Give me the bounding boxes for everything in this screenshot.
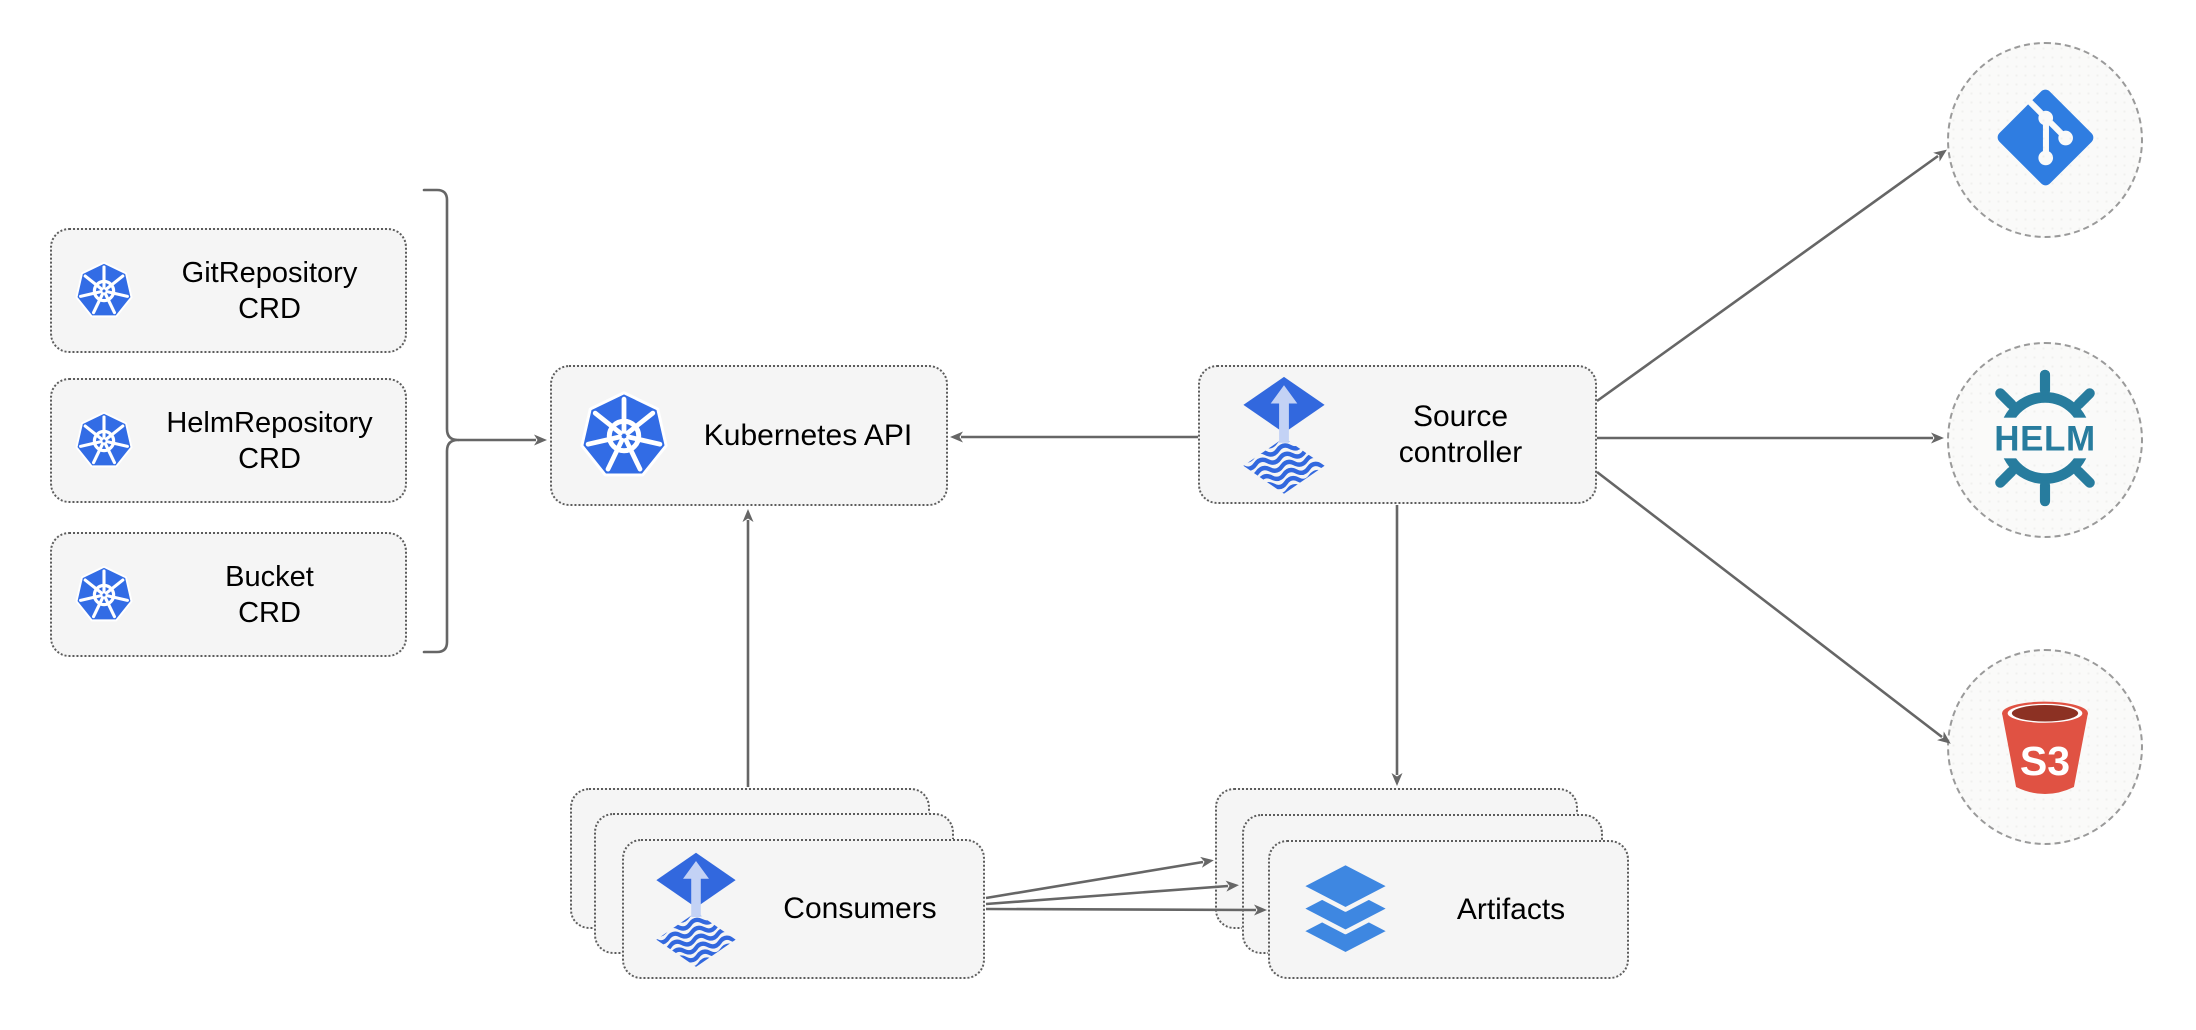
layers-icon [1296,859,1395,960]
arrow-consumers-to-artifacts-1 [985,856,1214,900]
git-icon [1995,87,2096,193]
helm-text: HELM [1994,419,2095,458]
arrow-source-controller-to-git [1596,149,1947,403]
node-label: Artifacts [1456,892,1566,926]
s3-text: S3 [2020,737,2070,783]
node-kubernetes-api: Kubernetes API [550,365,948,506]
flux-icon [655,852,737,967]
git-circle [1947,42,2143,238]
kubernetes-icon [74,261,134,321]
crd-group-bracket [422,188,460,654]
kubernetes-icon [74,411,134,471]
node-label: Consumers [783,892,937,925]
helm-icon: HELM [1972,368,2118,513]
kubernetes-icon [578,390,670,482]
s3-bucket-icon: S3 [1989,689,2101,806]
node-consumers: Consumers [622,839,985,979]
arrow-consumers-to-artifacts-2 [985,880,1239,906]
helm-circle: HELM [1947,342,2143,538]
arrow-source-controller-to-s3 [1596,470,1951,744]
s3-circle: S3 [1947,649,2143,845]
node-label: Kubernetes API [703,418,913,452]
node-artifacts: Artifacts [1268,840,1629,979]
kubernetes-icon [74,565,134,625]
flux-icon [1242,376,1326,494]
